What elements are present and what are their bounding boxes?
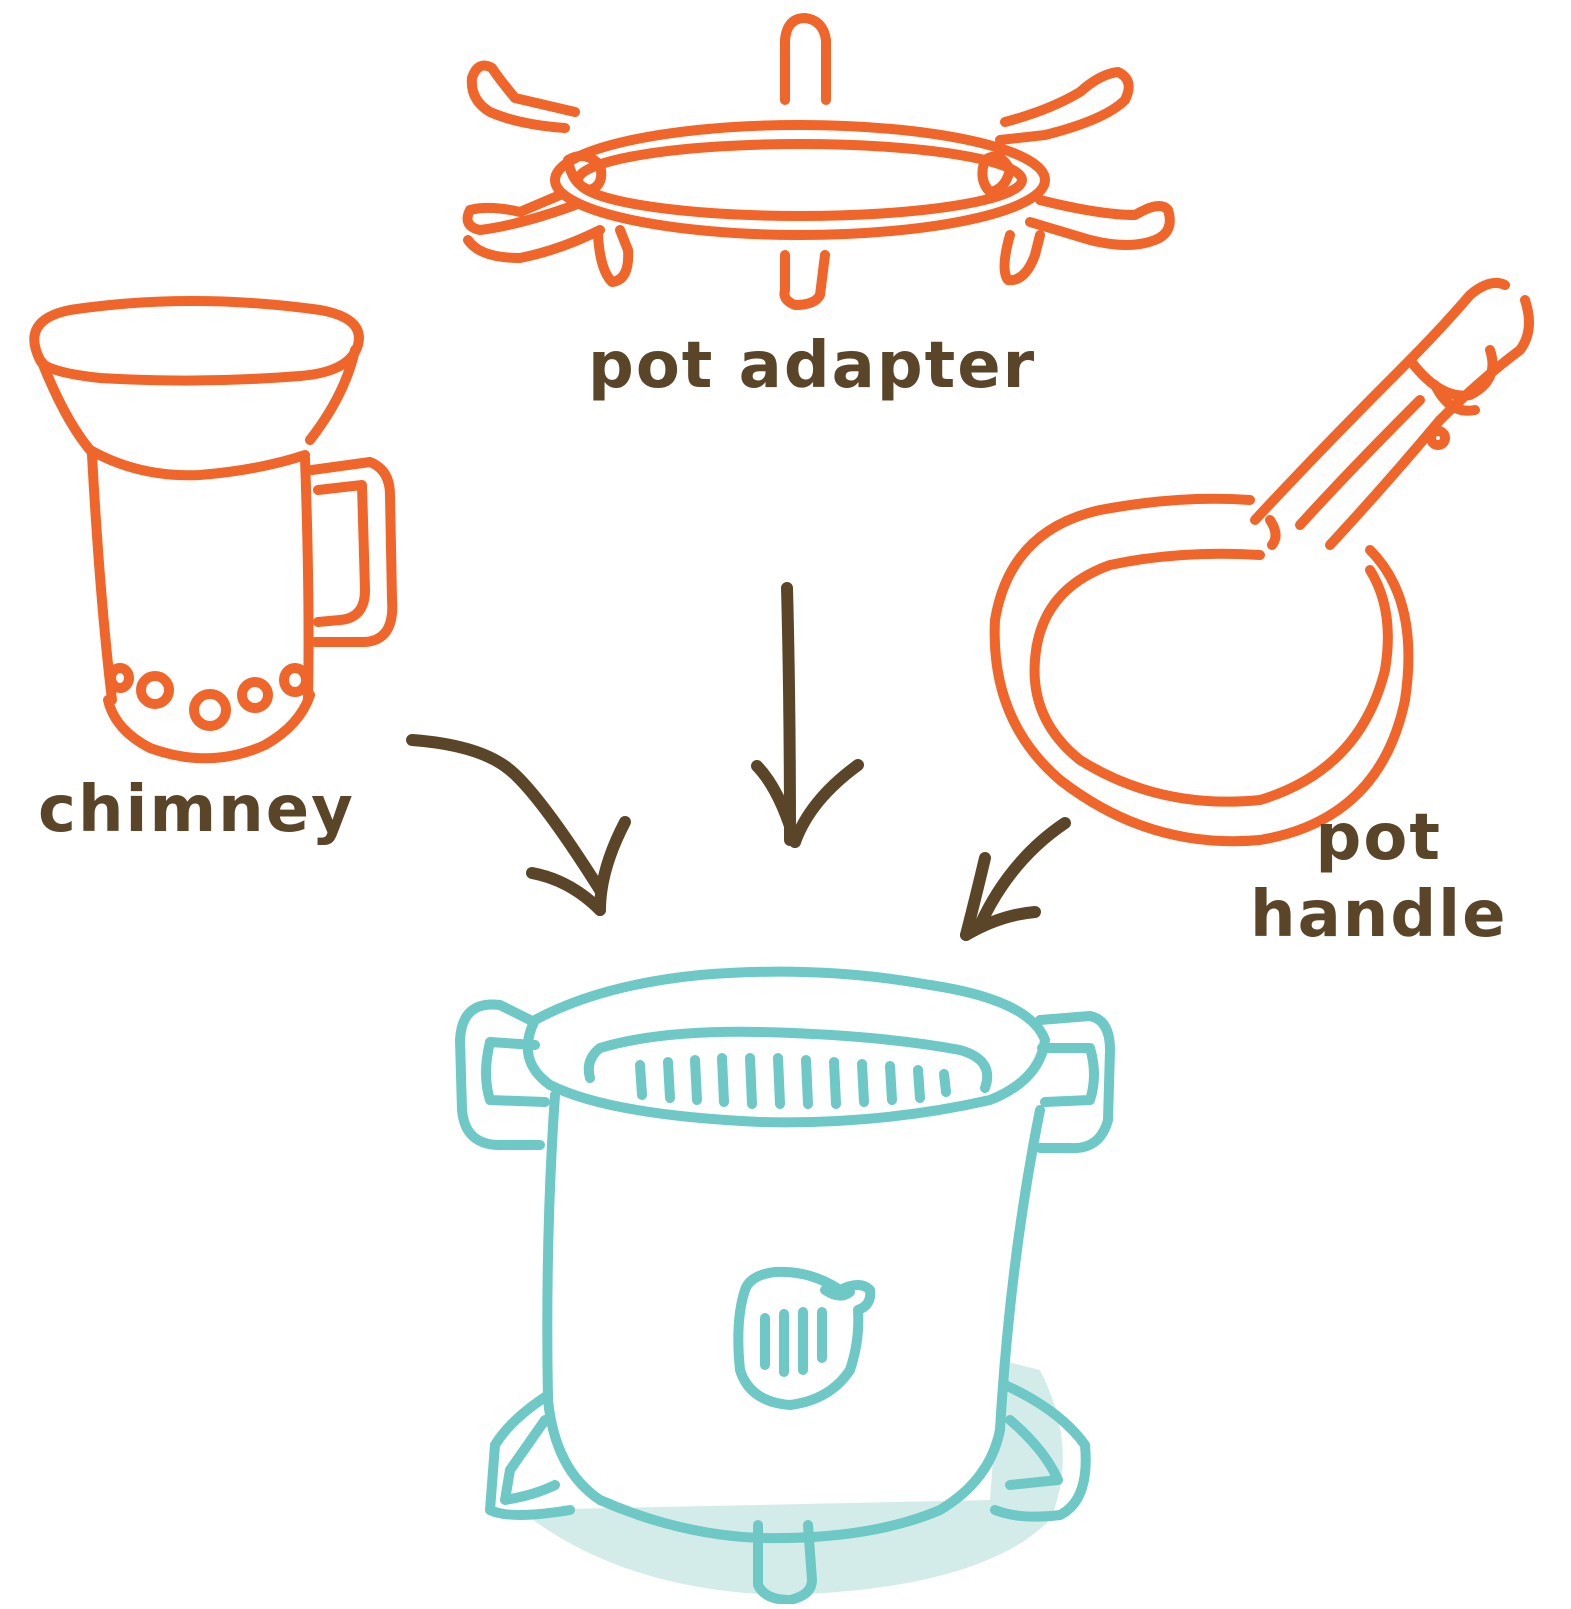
- pot-handle-illustration: [995, 283, 1529, 841]
- chimney-illustration: [34, 301, 392, 758]
- pot-handle-label-line1: pot: [1250, 800, 1507, 877]
- chimney-label: chimney: [38, 778, 355, 842]
- arrow-from-chimney: [412, 740, 625, 910]
- pot-adapter-illustration: [468, 18, 1170, 305]
- arrows: [412, 588, 1065, 935]
- pot-adapter-label: pot adapter: [588, 334, 1036, 398]
- arrow-from-pot-handle: [966, 823, 1065, 935]
- pot-handle-label: pot handle: [1250, 800, 1507, 954]
- stove-illustration: [460, 972, 1110, 1600]
- arrow-from-pot-adapter: [757, 588, 858, 842]
- pot-handle-label-line2: handle: [1250, 877, 1507, 954]
